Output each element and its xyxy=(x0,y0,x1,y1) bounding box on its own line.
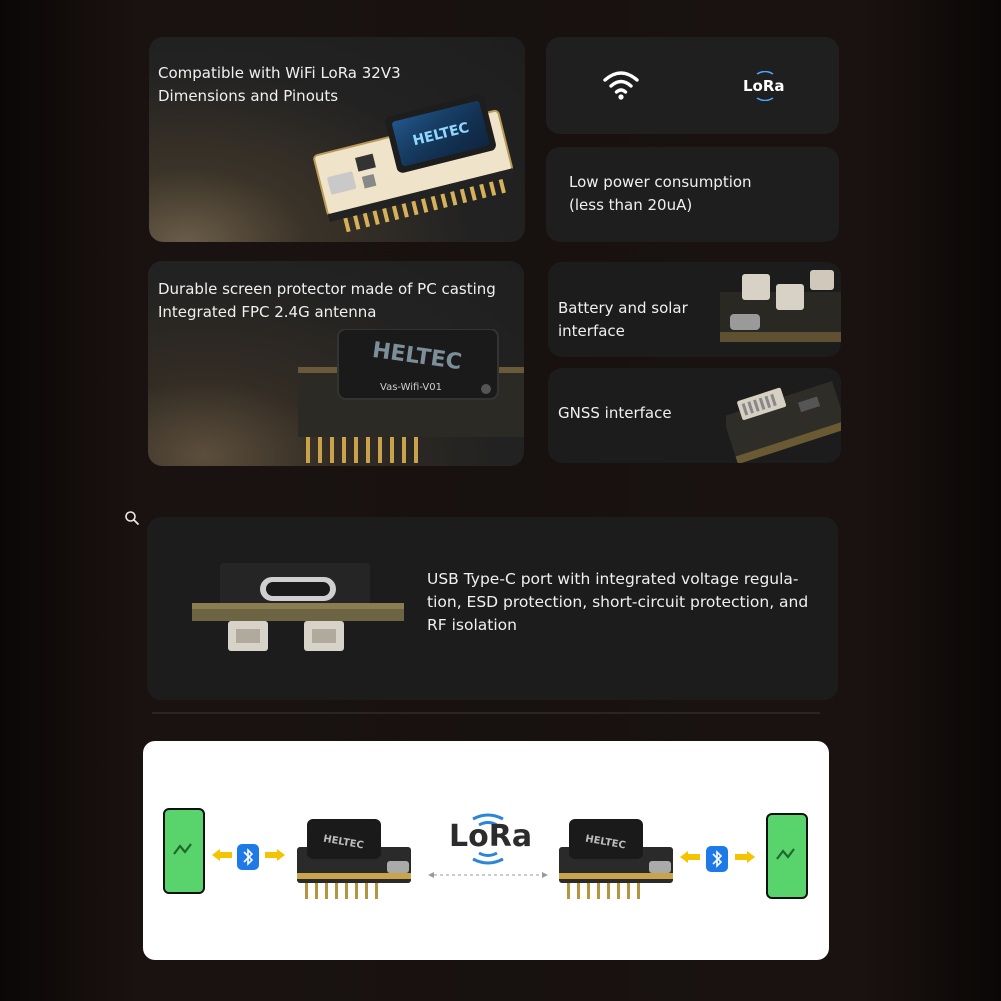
protector-board-label: Vas-Wifi-V01 xyxy=(380,382,442,393)
lora-waves-icon xyxy=(472,813,504,865)
compatibility-line-1: Compatible with WiFi LoRa 32V3 xyxy=(158,64,401,82)
usb-line-1: USB Type-C port with integrated voltage … xyxy=(427,570,799,588)
gnss-line-1: GNSS interface xyxy=(558,404,672,422)
bluetooth-glyph-right xyxy=(712,850,723,868)
compatibility-card: Compatible with WiFi LoRa 32V3 Dimension… xyxy=(149,37,525,242)
battery-solar-text: Battery and solar interface xyxy=(558,297,688,343)
magnifier-icon[interactable] xyxy=(124,510,140,526)
smartphone-icon-right xyxy=(766,813,808,899)
app-logo-icon-right xyxy=(776,848,795,860)
arrow-right-icon-2 xyxy=(735,851,755,863)
gnss-card: GNSS interface xyxy=(548,368,841,463)
arrow-right-icon xyxy=(265,849,285,861)
protector-board-image: HELTEC Vas-Wifi-V01 xyxy=(298,329,524,463)
low-power-line-2: (less than 20uA) xyxy=(569,196,693,214)
screen-protector-text: Durable screen protector made of PC cast… xyxy=(158,278,496,324)
battery-line-1: Battery and solar xyxy=(558,299,688,317)
usb-port-image xyxy=(192,563,404,651)
heltec-board-image: HELTEC xyxy=(313,94,515,233)
section-divider xyxy=(152,712,820,714)
compatibility-line-2: Dimensions and Pinouts xyxy=(158,87,339,105)
bluetooth-icon-right xyxy=(706,846,728,872)
battery-connector-image xyxy=(720,270,841,342)
lora-label: LoRa xyxy=(449,819,533,854)
wifi-icon xyxy=(603,71,639,100)
usb-line-3: RF isolation xyxy=(427,616,517,634)
heltec-device-right: HELTEC xyxy=(559,819,673,899)
usb-type-c-card: USB Type-C port with integrated voltage … xyxy=(147,517,838,700)
lora-wave-icon-small xyxy=(756,71,774,101)
screen-protector-card: Durable screen protector made of PC cast… xyxy=(148,261,524,466)
lora-logo-small: LoRa xyxy=(742,71,788,101)
arrow-left-icon xyxy=(212,849,232,861)
usb-text: USB Type-C port with integrated voltage … xyxy=(427,568,808,637)
screen-protector-line-1: Durable screen protector made of PC cast… xyxy=(158,280,496,298)
bluetooth-icon-left xyxy=(237,844,259,870)
low-power-card: Low power consumption (less than 20uA) xyxy=(546,147,839,242)
bluetooth-glyph-left xyxy=(243,848,254,866)
low-power-line-1: Low power consumption xyxy=(569,173,752,191)
lora-connection-diagram: HELTEC LoRa HELTEC xyxy=(143,741,829,960)
lora-link-line xyxy=(428,872,548,878)
battery-solar-card: Battery and solar interface xyxy=(548,262,841,357)
usb-line-2: tion, ESD protection, short-circuit prot… xyxy=(427,593,809,611)
heltec-device-left: HELTEC xyxy=(297,819,411,899)
smartphone-icon-left xyxy=(163,808,205,894)
gnss-text: GNSS interface xyxy=(558,402,672,425)
low-power-text: Low power consumption (less than 20uA) xyxy=(569,171,752,217)
gnss-connector-image xyxy=(726,381,841,463)
screen-protector-line-2: Integrated FPC 2.4G antenna xyxy=(158,303,377,321)
app-logo-icon-left xyxy=(173,843,192,855)
arrow-left-icon-2 xyxy=(680,851,700,863)
battery-line-2: interface xyxy=(558,322,625,340)
compatibility-text: Compatible with WiFi LoRa 32V3 Dimension… xyxy=(158,62,401,108)
lora-logo-small-text: LoRa xyxy=(743,77,785,95)
wireless-icons-card: LoRa xyxy=(546,37,839,134)
